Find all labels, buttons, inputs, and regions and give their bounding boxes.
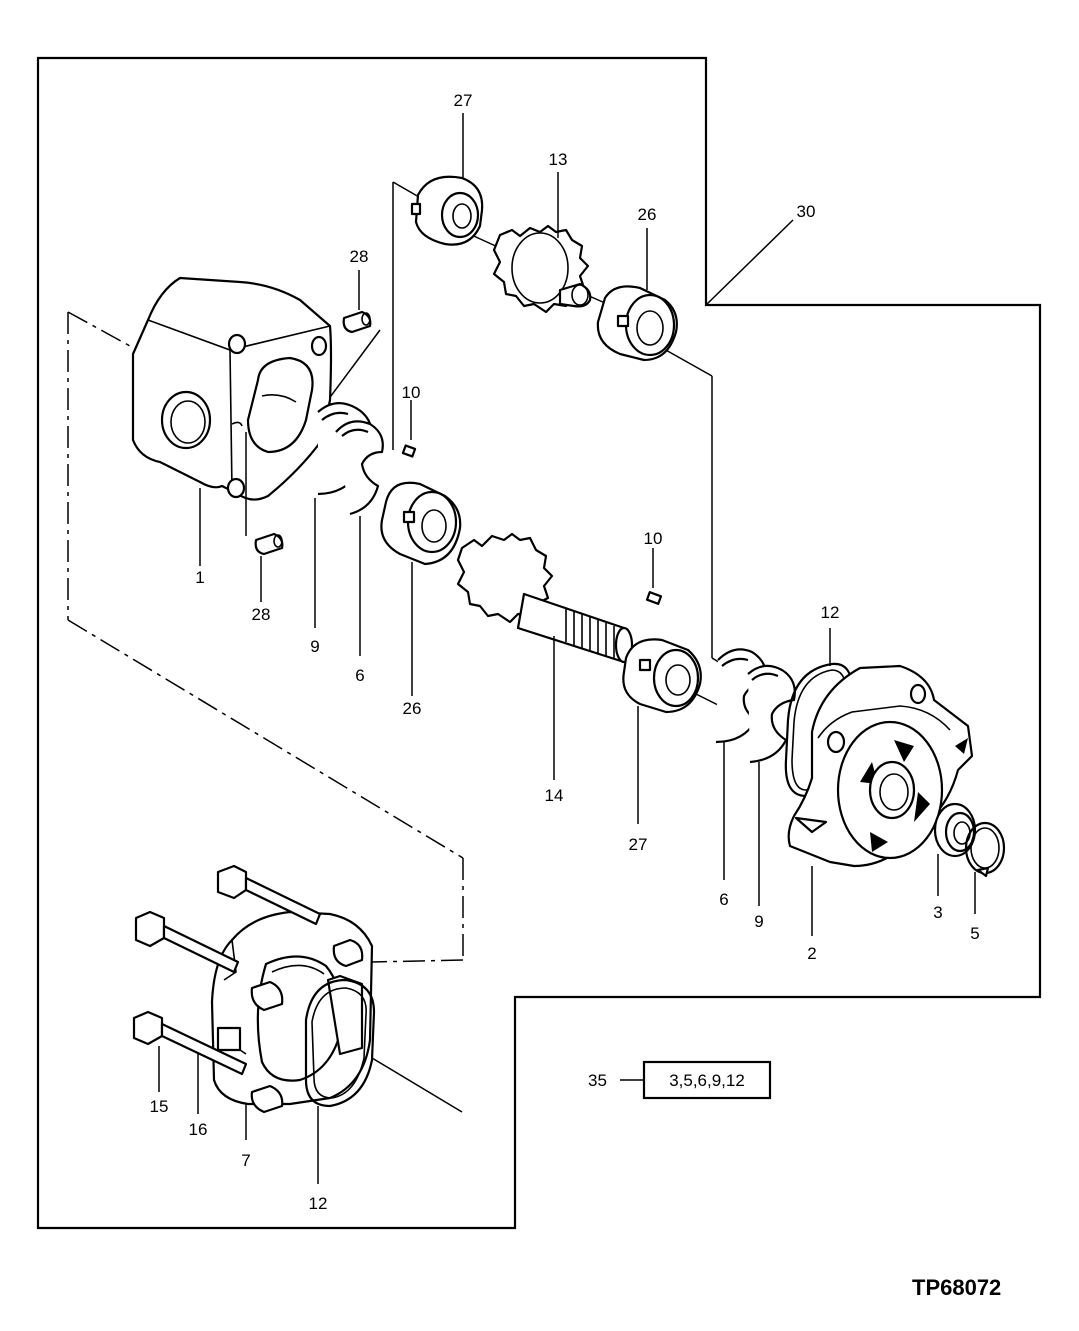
backup-ring-6-left (335, 420, 384, 516)
snap-ring-5 (964, 821, 1006, 878)
key-10-lower (645, 591, 663, 605)
shaft-seal-3 (933, 802, 977, 858)
figure-id: TP68072 (912, 1275, 1001, 1300)
label-7: 7 (241, 1151, 250, 1170)
label-28-bottom: 28 (252, 605, 271, 624)
pump-housing-1 (131, 276, 333, 501)
label-1: 1 (195, 568, 204, 587)
label-2: 2 (807, 944, 816, 963)
label-26-upper: 26 (638, 205, 657, 224)
label-27-top: 27 (454, 91, 473, 110)
bushing-26-lower (380, 481, 462, 566)
kit-number: 35 (588, 1071, 607, 1090)
kit-reference-35: 35 3,5,6,9,12 (588, 1060, 772, 1100)
label-6-right: 6 (719, 890, 728, 909)
bushing-27-top (410, 175, 484, 246)
label-3: 3 (933, 903, 942, 922)
kit-contents: 3,5,6,9,12 (669, 1071, 745, 1090)
leader-30 (705, 219, 794, 306)
label-15: 15 (150, 1097, 169, 1116)
label-12-flange: 12 (309, 1194, 328, 1213)
label-28-top: 28 (350, 247, 369, 266)
end-cover-2 (787, 664, 974, 868)
phantom-lines (67, 311, 464, 963)
key-10-upper (401, 444, 417, 458)
driven-gear-13 (492, 224, 592, 314)
label-16: 16 (189, 1120, 208, 1139)
label-10-upper: 10 (402, 383, 421, 402)
label-27-bottom: 27 (629, 835, 648, 854)
mounting-flange-7 (210, 910, 374, 1106)
bushing-26-upper (596, 285, 678, 362)
label-30: 30 (797, 202, 816, 221)
alignment-lines-upper (321, 181, 723, 665)
seal-9-right (747, 664, 796, 764)
label-12-cover: 12 (821, 603, 840, 622)
cap-screws-15-16 (132, 864, 364, 1114)
label-26-lower: 26 (403, 699, 422, 718)
drive-gear-shaft-14 (456, 532, 634, 664)
assembly-outline (36, 56, 1042, 1230)
label-13: 13 (549, 150, 568, 169)
label-9-right: 9 (754, 912, 763, 931)
o-ring-12-flange (304, 978, 376, 1108)
label-6-left: 6 (355, 666, 364, 685)
label-9-left: 9 (310, 637, 319, 656)
dowel-28-bottom (254, 532, 284, 556)
label-10-lower: 10 (644, 529, 663, 548)
label-14: 14 (545, 786, 564, 805)
bushing-27-bottom (622, 638, 702, 714)
dowel-28-top (342, 310, 372, 334)
label-5: 5 (970, 924, 979, 943)
